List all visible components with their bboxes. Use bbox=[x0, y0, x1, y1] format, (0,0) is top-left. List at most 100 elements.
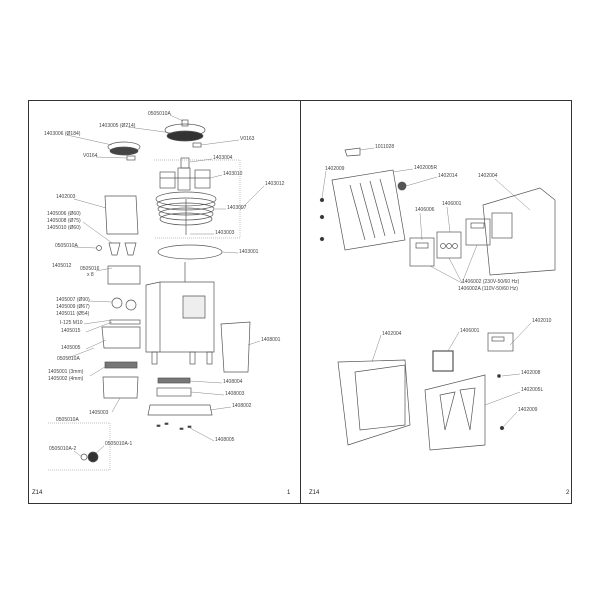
part-label: 1406001 bbox=[460, 328, 480, 334]
lower-side-cover bbox=[337, 359, 411, 446]
cone-filter-large bbox=[164, 119, 206, 142]
page-divider bbox=[300, 100, 301, 504]
part-label: 1408003 bbox=[225, 391, 245, 397]
part-label: 1405002 (4mm) bbox=[48, 376, 84, 382]
v0164-part bbox=[126, 155, 136, 161]
leader-lines-right bbox=[321, 147, 532, 427]
part-label: 1402014 bbox=[438, 173, 458, 179]
side-container bbox=[220, 321, 251, 373]
part-label: 1402009 bbox=[518, 407, 538, 413]
section-code: Z14 bbox=[32, 490, 43, 496]
part-label: 1402005R bbox=[414, 165, 438, 171]
tray-1408003 bbox=[156, 387, 192, 397]
mixer-bowls bbox=[111, 297, 137, 311]
page-number: 1 bbox=[287, 490, 291, 496]
valve-nut bbox=[87, 451, 99, 463]
part-label: 1403010 bbox=[223, 171, 243, 177]
connector-part bbox=[344, 147, 361, 157]
part-label: 1403001 bbox=[239, 249, 259, 255]
part-label: 1406006 bbox=[415, 207, 435, 213]
seal-ring bbox=[80, 453, 88, 461]
assembly-bracket bbox=[154, 159, 241, 239]
part-label: 1402010 bbox=[532, 318, 552, 324]
grille bbox=[109, 319, 141, 325]
part-label: 0505016 bbox=[80, 266, 100, 272]
part-label: 1405011 (Ø54) bbox=[56, 311, 90, 317]
part-label: 1403004 bbox=[213, 155, 233, 161]
part-label: 1011028 bbox=[375, 144, 395, 150]
part-label: 0505010A-1 bbox=[105, 441, 133, 447]
hub-part bbox=[180, 157, 190, 169]
part-label: 1403007 bbox=[227, 205, 247, 211]
cone-filter-small bbox=[107, 141, 141, 156]
leader-lines-left bbox=[66, 114, 265, 458]
side-cover bbox=[482, 187, 556, 276]
screws-right bbox=[319, 197, 325, 242]
front-door bbox=[104, 195, 139, 235]
mixer-holder bbox=[107, 265, 141, 285]
part-label: 1403003 bbox=[215, 230, 235, 236]
section-code: Z14 bbox=[309, 490, 320, 496]
drip-tray bbox=[101, 326, 141, 349]
part-label: 1405012 bbox=[52, 263, 72, 269]
part-label: 1408005 bbox=[215, 437, 235, 443]
part-label: 1405005 bbox=[61, 345, 81, 351]
machine-body bbox=[145, 262, 215, 365]
tray-grid bbox=[104, 361, 138, 369]
part-label: 1403005 (Ø214) bbox=[99, 123, 136, 129]
part-label: 1402009 bbox=[325, 166, 345, 172]
display-module bbox=[465, 218, 491, 246]
rear-panel-left bbox=[424, 374, 486, 451]
part-label: 0505010A bbox=[55, 243, 78, 249]
part-label: I-125 M10 bbox=[60, 320, 83, 326]
v0163-part bbox=[192, 142, 202, 148]
part-label: 1405001 (3mm) bbox=[48, 369, 84, 375]
part-label: 1408002 bbox=[232, 403, 252, 409]
part-label: 1403012 bbox=[265, 181, 285, 187]
knob-part bbox=[397, 181, 407, 191]
part-label: 1405010 (Ø60) bbox=[47, 225, 81, 231]
part-label: 1405008 (Ø75) bbox=[47, 218, 81, 224]
screw-part bbox=[96, 245, 102, 251]
part-label: 1405007 (Ø90) bbox=[56, 297, 90, 303]
part-label: 1406002 (230V-50/60 Hz) bbox=[462, 279, 520, 285]
part-label: 1408004 bbox=[223, 379, 243, 385]
control-board bbox=[436, 231, 462, 259]
part-label: 1405009 (Ø67) bbox=[56, 304, 90, 310]
page-number: 2 bbox=[566, 490, 570, 496]
part-label: 1402005L bbox=[521, 387, 544, 393]
base-plate bbox=[157, 244, 223, 260]
screw-1402009 bbox=[499, 425, 505, 431]
display-board-lower bbox=[432, 350, 454, 372]
part-label: 1406002A (110V-50/60 Hz) bbox=[458, 286, 518, 292]
part-label: 0505010A bbox=[56, 417, 79, 423]
part-label: 1406001 bbox=[442, 201, 462, 207]
part-label: V0164 bbox=[83, 153, 98, 159]
part-label: x 8 bbox=[87, 272, 94, 278]
grill-1408004 bbox=[157, 377, 191, 384]
part-label: 1403006 (Ø184) bbox=[44, 131, 81, 137]
part-label: 1405015 bbox=[61, 328, 81, 334]
part-label: 1402004 bbox=[478, 173, 498, 179]
part-label: 1405006 (Ø60) bbox=[47, 211, 81, 217]
part-label: 1402003 bbox=[56, 194, 76, 200]
part-label: 1402008 bbox=[521, 370, 541, 376]
detail-bracket bbox=[48, 422, 111, 471]
screw-1402008 bbox=[497, 374, 501, 378]
rear-panel-right bbox=[331, 169, 406, 251]
waste-bin bbox=[102, 376, 139, 399]
funnels bbox=[108, 242, 137, 256]
part-label: 0505010A bbox=[57, 356, 80, 362]
feet bbox=[156, 422, 192, 430]
control-panel-front bbox=[409, 237, 435, 267]
part-label: 1402004 bbox=[382, 331, 402, 337]
base-frame bbox=[147, 404, 213, 416]
wire-basket bbox=[155, 191, 217, 235]
label-plate bbox=[487, 332, 514, 352]
part-label: 1405003 bbox=[89, 410, 109, 416]
part-label: 0505010A bbox=[148, 111, 171, 117]
part-label: 0505010A-2 bbox=[49, 446, 77, 452]
cup-carousel bbox=[159, 167, 211, 191]
part-label: 1408001 bbox=[261, 337, 281, 343]
